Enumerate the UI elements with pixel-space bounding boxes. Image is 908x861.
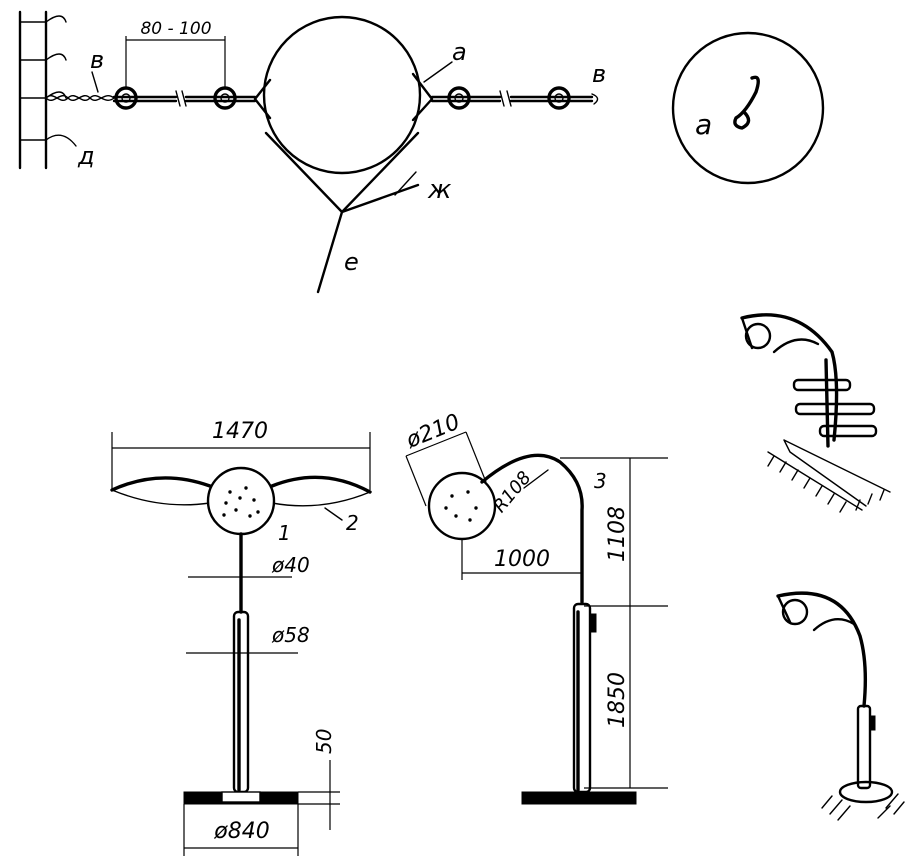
ring-4-icon bbox=[547, 86, 571, 110]
detail-circle: а bbox=[671, 31, 825, 185]
ring-3-icon bbox=[447, 86, 471, 110]
radius-label: R108 bbox=[489, 467, 535, 516]
perspective-sketch-bottom bbox=[776, 591, 905, 821]
h1108-label: 1108 bbox=[605, 506, 630, 562]
spacing-label: 80 - 100 bbox=[140, 19, 211, 39]
label-e: е bbox=[344, 248, 359, 276]
part-3-label: 3 bbox=[594, 469, 607, 493]
label-v-right: в bbox=[592, 60, 606, 88]
h1850-label: 1850 bbox=[605, 672, 630, 728]
l1000-label: 1000 bbox=[494, 547, 550, 572]
ball-dia-label: ø210 bbox=[402, 410, 464, 454]
label-a: а bbox=[452, 38, 467, 66]
width-label: 1470 bbox=[212, 419, 268, 444]
label-zh: ж bbox=[427, 175, 452, 205]
large-ball-outline bbox=[262, 15, 422, 175]
ball-2 bbox=[427, 471, 497, 541]
part-1-label: 1 bbox=[278, 521, 291, 545]
label-v-left: в bbox=[90, 46, 104, 74]
curved-pole-structure: ø210 R108 3 1000 1108 1850 bbox=[402, 410, 668, 805]
rope-assembly bbox=[112, 15, 599, 294]
d40-label: ø40 bbox=[271, 553, 310, 577]
label-a-detail: а bbox=[695, 108, 712, 141]
label-d: д bbox=[77, 142, 95, 170]
loop-icon bbox=[733, 75, 760, 130]
ball-1 bbox=[206, 466, 276, 536]
part-2-label: 2 bbox=[346, 511, 359, 535]
perspective-sketch-top bbox=[740, 313, 891, 513]
double-arm-structure: 1470 ø40 ø58 ø840 50 bbox=[110, 419, 372, 856]
h50-label: 50 bbox=[312, 729, 336, 754]
spacing-dimension: 80 - 100 bbox=[125, 19, 226, 88]
ladder-with-hooks bbox=[18, 10, 115, 170]
d58-label: ø58 bbox=[271, 623, 310, 647]
d840-label: ø840 bbox=[213, 819, 269, 844]
